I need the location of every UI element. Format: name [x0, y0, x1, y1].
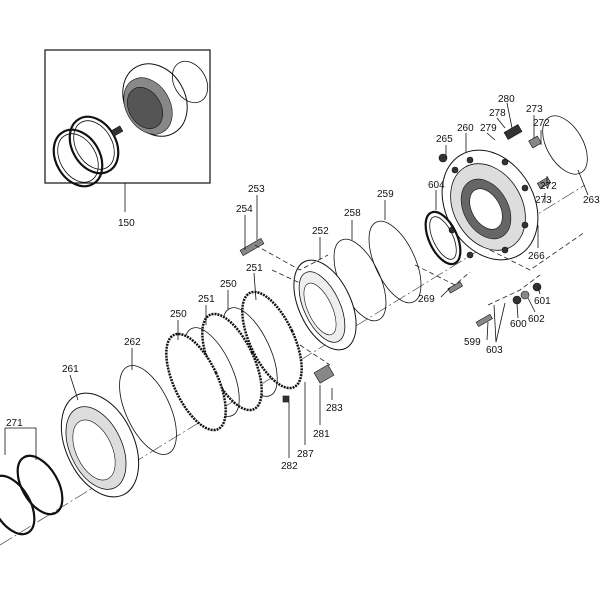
label-269: 269: [418, 294, 435, 305]
label-271: 271: [6, 418, 23, 429]
bolt-254: [239, 237, 265, 257]
label-281: 281: [313, 429, 330, 440]
label-272-top: 272: [533, 118, 550, 129]
label-282: 282: [281, 461, 298, 472]
nut-600: [512, 295, 522, 305]
label-263: 263: [583, 195, 600, 206]
nut-601: [532, 282, 542, 292]
label-259: 259: [377, 189, 394, 200]
label-603: 603: [486, 345, 503, 356]
label-278: 278: [489, 108, 506, 119]
fitting-273: [528, 135, 542, 149]
label-287: 287: [297, 449, 314, 460]
label-250-upper: 250: [220, 279, 237, 290]
bolt-599: [475, 313, 493, 328]
label-601: 601: [534, 296, 551, 307]
ring-262: [119, 365, 177, 455]
label-258: 258: [344, 208, 361, 219]
washer-602: [520, 290, 530, 300]
label-272-bottom: 272: [540, 181, 557, 192]
label-261: 261: [62, 364, 79, 375]
piston-252: [293, 259, 357, 351]
bolt-282: [282, 395, 290, 403]
ring-271-outer: [0, 474, 36, 536]
label-266: 266: [528, 251, 545, 262]
label-260: 260: [457, 123, 474, 134]
ring-271-inner: [16, 454, 64, 516]
label-251-lower: 251: [198, 294, 215, 305]
label-150: 150: [118, 218, 135, 229]
label-273-top: 273: [526, 104, 543, 115]
housing-261: [60, 392, 140, 498]
fitting-280: [503, 124, 523, 140]
label-253: 253: [248, 184, 265, 195]
o-ring-259: [368, 220, 422, 304]
label-254: 254: [236, 204, 253, 215]
label-265: 265: [436, 134, 453, 145]
label-600: 600: [510, 319, 527, 330]
bolt-269: [447, 281, 463, 294]
label-599: 599: [464, 337, 481, 348]
disc-pack: [165, 290, 303, 432]
ring-604: [424, 210, 462, 266]
label-283: 283: [326, 403, 343, 414]
leader-lines: [69, 102, 589, 458]
label-279: 279: [480, 123, 497, 134]
plug-265: [438, 153, 448, 163]
label-250-lower: 250: [170, 309, 187, 320]
label-273-bottom: 273: [535, 195, 552, 206]
hub-260: [441, 149, 539, 261]
part-labels: 150 253 254 252 258 259 604 265 260 279 …: [6, 94, 600, 472]
ring-263: [542, 115, 588, 175]
label-262: 262: [124, 337, 141, 348]
label-280: 280: [498, 94, 515, 105]
label-252: 252: [312, 226, 329, 237]
label-604: 604: [428, 180, 445, 191]
inset-assembly-150: [44, 49, 211, 188]
pin-281: [313, 364, 335, 384]
label-251-upper: 251: [246, 263, 263, 274]
label-602: 602: [528, 314, 545, 325]
